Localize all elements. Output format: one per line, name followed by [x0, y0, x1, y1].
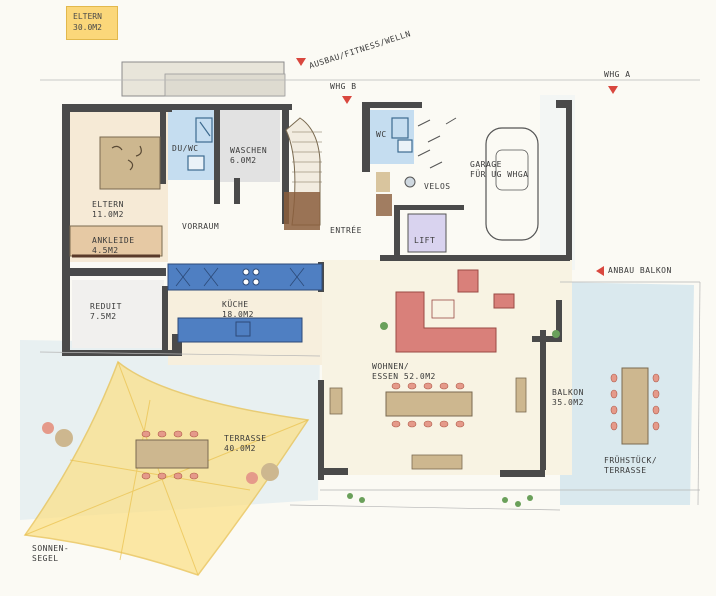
sonnensegel-line-2: SEGEL — [32, 554, 59, 563]
walls — [62, 100, 572, 480]
balcony-tables — [610, 367, 660, 445]
marker-whg-a-icon — [608, 86, 618, 94]
terrace-table — [42, 422, 279, 484]
label-whg-b: WHG B — [330, 82, 357, 91]
plants — [347, 322, 560, 507]
room-terrasse-area: 40.0M2 — [224, 444, 256, 453]
car — [485, 127, 539, 241]
room-entree: ENTRÉE — [330, 226, 362, 235]
upper-strip — [40, 61, 700, 97]
label-anbau-balkon: ANBAU BALKON — [608, 266, 672, 275]
room-fruehstueck-name2: TERRASSE — [604, 466, 647, 475]
room-fruehstueck-name: FRÜHSTÜCK/ — [604, 456, 658, 465]
bicycles — [404, 117, 457, 188]
bed — [99, 136, 161, 190]
kitchen-counter-back — [167, 263, 323, 291]
room-garage-sub: FÜR UG WHGA — [470, 170, 529, 179]
marker-whg-b-icon — [342, 96, 352, 104]
room-kuche-area: 18.0M2 — [222, 310, 254, 319]
room-ankleide-area: 4.5M2 — [92, 246, 119, 255]
room-balkon-area: 35.0M2 — [552, 398, 584, 407]
tag-line-2: 30.0M2 — [73, 23, 102, 32]
dining-table — [385, 382, 473, 428]
room-du-wc: DU/WC — [172, 144, 199, 153]
room-tag-eltern: ELTERN 30.0M2 — [66, 6, 118, 40]
room-waschen: WASCHEN 6.0M2 — [230, 146, 267, 166]
room-lift: LIFT — [414, 236, 436, 245]
room-waschen-area: 6.0M2 — [230, 156, 257, 165]
room-kuche-name: KÜCHE — [222, 300, 249, 309]
room-eltern-area: 11.0M2 — [92, 210, 124, 219]
tag-line-1: ELTERN — [73, 12, 102, 21]
marker-anbau-icon — [596, 266, 604, 276]
kitchen-island — [177, 317, 303, 343]
room-waschen-name: WASCHEN — [230, 146, 268, 155]
room-reduit-area: 7.5M2 — [90, 312, 117, 321]
room-eltern: ELTERN 11.0M2 — [92, 200, 124, 220]
room-garage-name: GARAGE — [470, 160, 502, 169]
sketch-lines — [39, 281, 701, 511]
room-eltern-name: ELTERN — [92, 200, 124, 209]
staircase — [284, 117, 322, 230]
room-fruehstueck: FRÜHSTÜCK/ TERRASSE — [604, 456, 657, 476]
wc-fixtures — [391, 117, 413, 153]
du-wc-fixtures — [187, 117, 213, 171]
lift-shaft — [407, 213, 447, 253]
room-wohnen: WOHNEN/ ESSEN 52.0M2 — [372, 362, 436, 382]
floor-fill — [68, 110, 572, 475]
room-vorraum: VORRAUM — [182, 222, 220, 231]
room-reduit-name: REDUIT — [90, 302, 122, 311]
label-whg-a: WHG A — [604, 70, 631, 79]
sonnensegel-line-1: SONNEN- — [32, 544, 70, 553]
room-garage: GARAGE FÜR UG WHGA — [470, 160, 528, 180]
entree-stair — [376, 172, 392, 216]
sideboards — [329, 377, 527, 470]
room-reduit: REDUIT 7.5M2 — [90, 302, 122, 322]
room-wohnen-name: WOHNEN/ — [372, 362, 410, 371]
sofa — [395, 269, 515, 353]
wardrobe — [69, 225, 163, 258]
room-balkon-name: BALKON — [552, 388, 584, 397]
room-balkon: BALKON 35.0M2 — [552, 388, 584, 408]
label-sonnensegel: SONNEN- SEGEL — [32, 544, 69, 564]
room-ankleide: ANKLEIDE 4.5M2 — [92, 236, 135, 256]
room-wc: WC — [376, 130, 387, 139]
room-ankleide-name: ANKLEIDE — [92, 236, 135, 245]
room-wohnen-area: 52.0M2 — [403, 372, 436, 381]
room-wohnen-name2: ESSEN — [372, 372, 399, 381]
room-velos: VELOS — [424, 182, 451, 191]
marker-ausbau-icon — [296, 58, 306, 66]
room-terrasse: TERRASSE 40.0M2 — [224, 434, 267, 454]
room-kuche: KÜCHE 18.0M2 — [222, 300, 254, 320]
room-terrasse-name: TERRASSE — [224, 434, 267, 443]
